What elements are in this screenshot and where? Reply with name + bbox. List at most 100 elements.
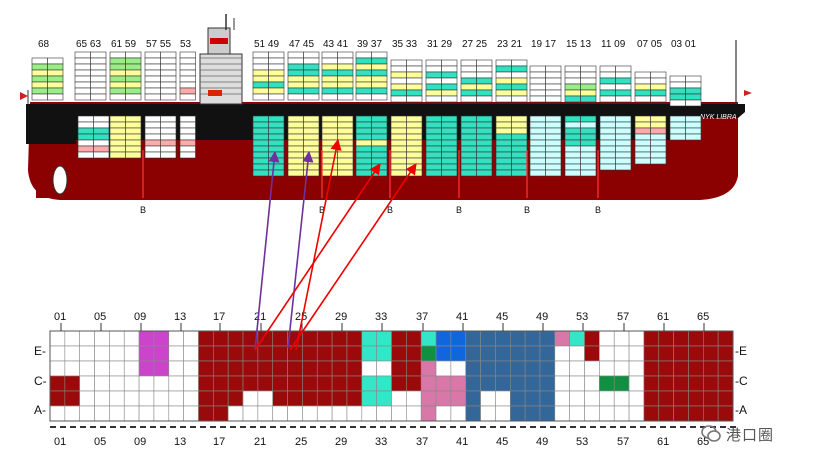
bay-label: 11 09 [601, 39, 626, 50]
yard-top-label: 09 [134, 311, 146, 323]
deck-container [268, 93, 285, 101]
hold-marker: B [524, 205, 530, 215]
mapping-arrow [254, 163, 381, 351]
yard-top-label: 29 [335, 311, 347, 323]
hold-container [650, 157, 667, 165]
yard-top-label: 37 [416, 311, 428, 323]
hold-container [93, 151, 110, 159]
bay-label: 53 [180, 39, 192, 50]
hold-container [545, 169, 562, 177]
bay-label: 31 29 [427, 39, 452, 50]
yard-bottom-label: 21 [254, 436, 266, 448]
hold-container [268, 169, 285, 177]
yard-bottom-label: 65 [697, 436, 709, 448]
yard-top-label: 13 [174, 311, 186, 323]
hold-container [441, 169, 458, 177]
ship-stern-flag [20, 92, 28, 100]
ship-bow-flag [744, 90, 752, 96]
deck-container [476, 95, 493, 103]
yard-bottom-label: 53 [576, 436, 588, 448]
yard-bottom-label: 41 [456, 436, 468, 448]
bay-label: 57 55 [146, 39, 171, 50]
hold-marker: B [140, 205, 146, 215]
yard-bottom-label: 17 [213, 436, 225, 448]
bay-label: 07 05 [637, 39, 662, 50]
bay-label: 19 17 [531, 39, 556, 50]
yard-row-label-right: -A [735, 403, 747, 417]
yard-top-label: 33 [375, 311, 387, 323]
yard-row-label-left: E- [34, 344, 46, 358]
yard-bottom-label: 49 [536, 436, 548, 448]
hold-container [615, 163, 632, 171]
yard-bottom-label: 45 [496, 436, 508, 448]
deck-container [337, 93, 354, 101]
yard-grid-border [49, 330, 734, 422]
deck-container [179, 93, 196, 101]
deck-container [615, 95, 632, 103]
deck-container [406, 95, 423, 103]
hold-container [476, 169, 493, 177]
hold-container [580, 169, 597, 177]
deck-container [545, 95, 562, 103]
ship-propeller [52, 165, 68, 195]
watermark: 港口圈 [700, 421, 810, 447]
bay-label: 47 45 [289, 39, 314, 50]
yard-row-label-right: -C [735, 374, 748, 388]
bay-label: 23 21 [497, 39, 522, 50]
bay-label: 51 49 [254, 39, 279, 50]
yard-row-label-left: C- [34, 374, 47, 388]
deck-container [90, 93, 107, 101]
hold-container [303, 169, 320, 177]
yard-bottom-label: 29 [335, 436, 347, 448]
hold-container [179, 151, 196, 159]
yard-bottom-label: 01 [54, 436, 66, 448]
bay-label: 35 33 [392, 39, 417, 50]
yard-row-label-left: A- [34, 403, 46, 417]
ship-lifeboat [208, 90, 222, 96]
yard-bottom-label: 33 [375, 436, 387, 448]
deck-container [580, 95, 597, 103]
deck-container [685, 99, 702, 107]
ship-name: NYK LIBRA [700, 114, 737, 121]
yard-bottom-label: 09 [134, 436, 146, 448]
yard-top-label: 01 [54, 311, 66, 323]
yard-bottom-label: 37 [416, 436, 428, 448]
yard-top-label: 21 [254, 311, 266, 323]
yard-top-label: 57 [617, 311, 629, 323]
bay-label: 15 13 [566, 39, 591, 50]
mapping-arrow [254, 150, 280, 351]
bay-label: 39 37 [357, 39, 382, 50]
hold-marker: B [595, 205, 601, 215]
yard-top-label: 45 [496, 311, 508, 323]
watermark-text: 港口圈 [726, 426, 775, 444]
mapping-arrow [287, 150, 314, 349]
bay-label: 61 59 [111, 39, 136, 50]
yard-top-label: 65 [697, 311, 709, 323]
bay-label: 43 41 [323, 39, 348, 50]
mapping-arrow [289, 163, 417, 351]
deck-container [125, 93, 142, 101]
ship-stern-block [26, 104, 76, 144]
bay-label: 03 01 [671, 39, 696, 50]
hold-marker: B [319, 205, 325, 215]
yard-bottom-label: 05 [94, 436, 106, 448]
yard-top-label: 61 [657, 311, 669, 323]
hold-marker: B [456, 205, 462, 215]
yard-bottom-label: 13 [174, 436, 186, 448]
yard-bottom-label: 25 [295, 436, 307, 448]
bay-label: 65 63 [76, 39, 101, 50]
deck-container [650, 95, 667, 103]
deck-container [303, 93, 320, 101]
yard-bottom-label: 61 [657, 436, 669, 448]
hold-marker: B [387, 205, 393, 215]
chat-bubble-icon [701, 425, 721, 442]
yard-top-label: 05 [94, 311, 106, 323]
yard-top-label: 17 [213, 311, 225, 323]
hold-container [337, 169, 354, 177]
deck-container [511, 95, 528, 103]
ship-rudder [36, 152, 50, 198]
